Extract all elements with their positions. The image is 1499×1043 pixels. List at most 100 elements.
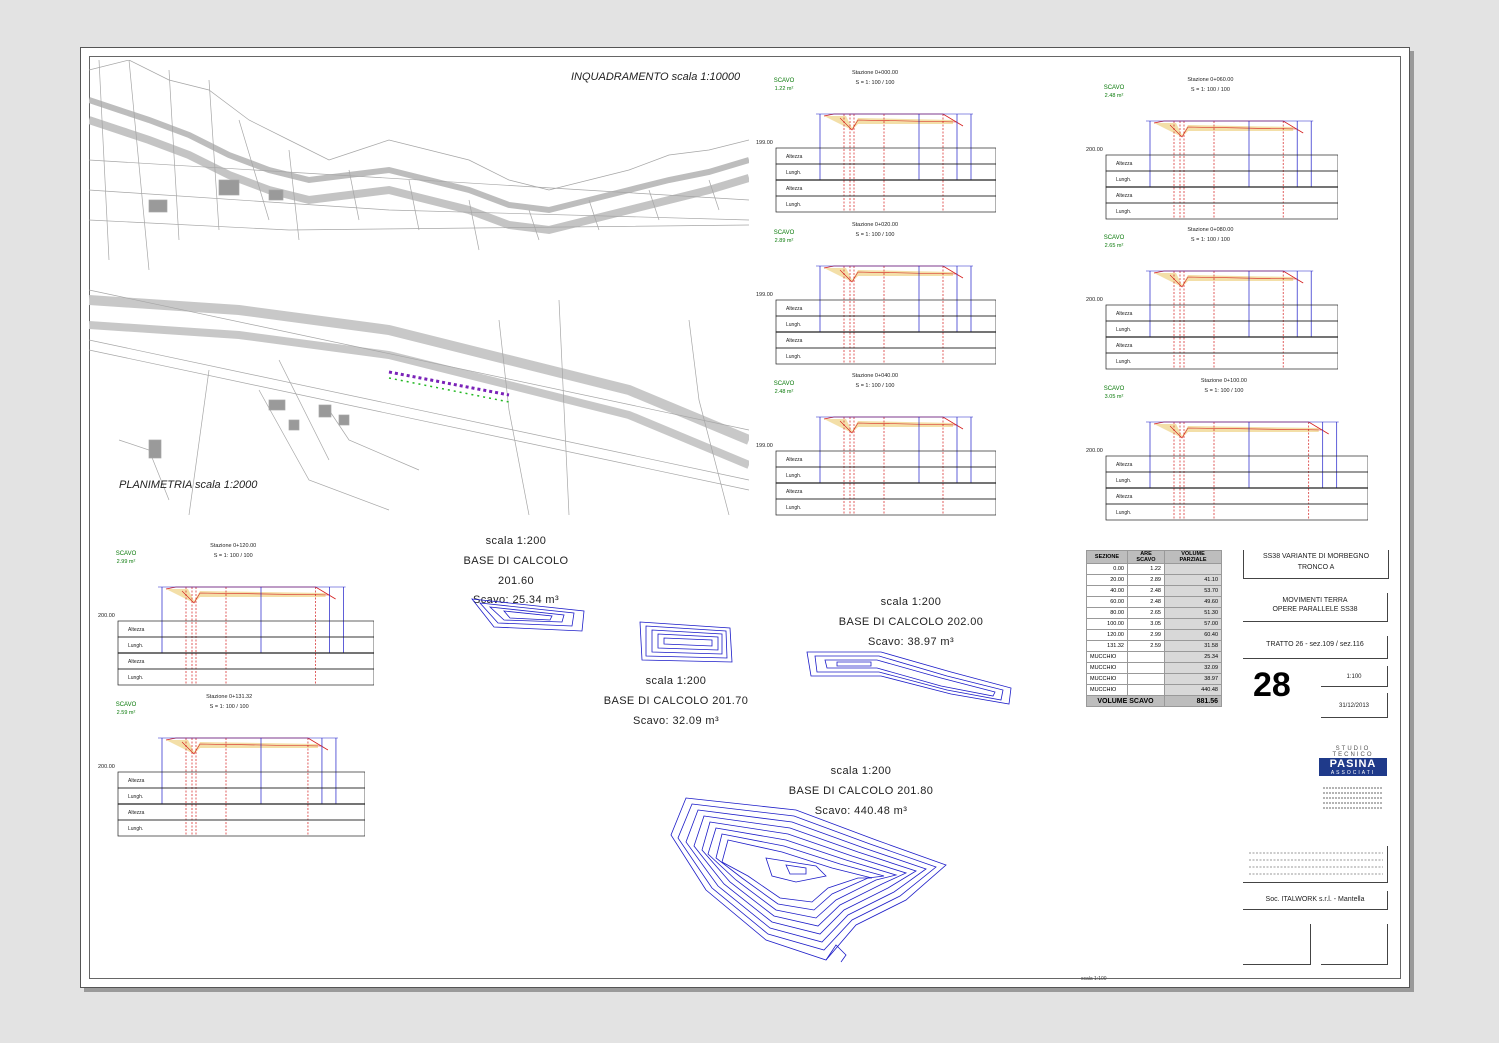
volume-cell-partial: 51.30 xyxy=(1164,607,1222,619)
section-table-row xyxy=(775,147,996,165)
section-row-label: Lungh. xyxy=(786,505,801,511)
contour-4-base: BASE DI CALCOLO 201.80 xyxy=(788,784,934,797)
section-datum-label: 199.00 xyxy=(756,140,773,146)
section-row-label: Altezza xyxy=(128,627,145,633)
section-scavo-label: SCAVO xyxy=(1104,85,1125,91)
volume-cell-section: 20.00 xyxy=(1086,574,1128,586)
section-table-row xyxy=(1105,503,1368,521)
volume-cell-partial: 49.60 xyxy=(1164,596,1222,608)
contour-plot-1 xyxy=(471,598,585,632)
volume-cell-section: MUCCHIO xyxy=(1086,651,1128,663)
volume-cell-section: MUCCHIO xyxy=(1086,673,1128,685)
section-scale-label: S = 1: 100 / 100 xyxy=(1191,237,1230,243)
volume-cell-section: 100.00 xyxy=(1086,618,1128,630)
volume-cell-area: 2.65 xyxy=(1127,607,1165,619)
signature-box-2 xyxy=(1321,924,1388,965)
company-tag: STUDIO TECNICO xyxy=(1332,746,1374,758)
company-logo: STUDIO TECNICO PASINA ASSOCIATI xyxy=(1319,746,1387,817)
section-row-label: Lungh. xyxy=(1116,327,1131,333)
volume-total-value: 881.56 xyxy=(1164,695,1222,707)
section-row-label: Lungh. xyxy=(128,794,143,800)
section-row-label: Lungh. xyxy=(1116,209,1131,215)
section-scavo-label: SCAVO xyxy=(1104,235,1125,241)
company-name: PASINA xyxy=(1319,758,1387,770)
section-row-label: Lungh. xyxy=(128,826,143,832)
section-scavo-value: 3.05 m² xyxy=(1105,394,1124,400)
section-table-row xyxy=(775,315,996,333)
subject-line1: MOVIMENTI TERRA xyxy=(1282,597,1348,604)
contour-3-label: scala 1:200 BASE DI CALCOLO 202.00 Scavo… xyxy=(836,593,986,652)
volume-cell-area xyxy=(1127,684,1165,696)
section-row-label: Altezza xyxy=(1116,311,1133,317)
section-station-label: Stazione 0+020.00 xyxy=(852,222,898,228)
scale-value: 1:100 xyxy=(1346,674,1362,680)
section-row-label: Altezza xyxy=(786,186,803,192)
section-table-row xyxy=(1105,154,1338,172)
section-terrain-line xyxy=(839,269,958,283)
volume-cell-partial xyxy=(1164,563,1222,575)
section-table-row xyxy=(117,620,374,638)
section-table-row xyxy=(1105,202,1338,220)
company-sub: ASSOCIATI xyxy=(1319,770,1387,776)
cross-section-1: Stazione 0+000.00S = 1: 100 / 100SCAVO1.… xyxy=(756,70,996,213)
volume-cell-section: 40.00 xyxy=(1086,585,1128,597)
section-scale-label: S = 1: 100 / 100 xyxy=(214,553,253,559)
contour-2-scale: scala 1:200 xyxy=(645,675,707,687)
section-table-row xyxy=(775,466,996,484)
section-row-label: Altezza xyxy=(128,659,145,665)
contour-2-label: scala 1:200 BASE DI CALCOLO 201.70 Scavo… xyxy=(601,672,751,731)
section-table-row xyxy=(1105,186,1338,204)
section-row-label: Lungh. xyxy=(1116,510,1131,516)
cross-section-3: Stazione 0+040.00S = 1: 100 / 100SCAVO2.… xyxy=(756,373,996,516)
volume-cell-section: 120.00 xyxy=(1086,629,1128,641)
section-table-row xyxy=(775,331,996,349)
section-datum-label: 200.00 xyxy=(98,613,115,619)
section-row-label: Lungh. xyxy=(786,322,801,328)
section-row-label: Altezza xyxy=(1116,494,1133,500)
section-row-label: Lungh. xyxy=(1116,478,1131,484)
company-address-lines xyxy=(1323,787,1383,809)
section-datum-label: 200.00 xyxy=(1086,448,1103,454)
sheet-number: 28 xyxy=(1253,666,1291,704)
contour-plot-4 xyxy=(670,797,947,963)
volume-cell-section: 131.32 xyxy=(1086,640,1128,652)
section-row-label: Altezza xyxy=(1116,193,1133,199)
volume-cell-area: 2.59 xyxy=(1127,640,1165,652)
section-terrain-line xyxy=(181,590,330,604)
section-row-label: Altezza xyxy=(1116,343,1133,349)
volume-cell-area xyxy=(1127,673,1165,685)
section-table-row xyxy=(1105,471,1368,489)
section-table-row xyxy=(775,299,996,317)
date-value: 31/12/2013 xyxy=(1338,703,1370,709)
volume-cell-partial: 25.34 xyxy=(1164,651,1222,663)
volume-cell-section: 80.00 xyxy=(1086,607,1128,619)
section-scavo-value: 2.99 m² xyxy=(117,559,136,565)
section-fill xyxy=(1154,424,1319,438)
section-scavo-label: SCAVO xyxy=(1104,386,1125,392)
plan-map-title: PLANIMETRIA scala 1:2000 xyxy=(119,479,258,491)
section-scavo-value: 2.48 m² xyxy=(1105,93,1124,99)
cross-section-6: Stazione 0+100.00S = 1: 100 / 100SCAVO3.… xyxy=(1086,378,1368,521)
contour-4-scale: scala 1:200 xyxy=(830,765,892,777)
section-row-label: Altezza xyxy=(786,306,803,312)
section-table-row xyxy=(117,652,374,670)
section-terrain-line xyxy=(839,117,958,131)
date-box: 31/12/2013 xyxy=(1321,693,1388,718)
object-text: TRATTO 26 - sez.109 / sez.116 xyxy=(1266,641,1364,648)
section-fill xyxy=(824,268,953,282)
section-station-label: Stazione 0+131.32 xyxy=(206,694,252,700)
section-scavo-label: SCAVO xyxy=(116,551,137,557)
section-row-label: Lungh. xyxy=(1116,359,1131,365)
volume-cell-section: 0.00 xyxy=(1086,563,1128,575)
section-scavo-value: 2.48 m² xyxy=(775,389,794,395)
section-row-label: Lungh. xyxy=(128,675,143,681)
section-terrain-line xyxy=(1169,274,1298,288)
section-scavo-label: SCAVO xyxy=(116,702,137,708)
